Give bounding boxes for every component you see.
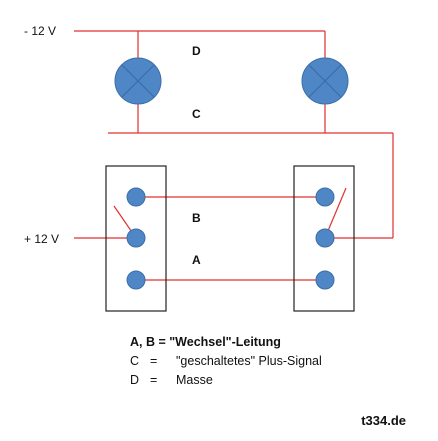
legend-title: A, B = "Wechsel"-Leitung: [130, 335, 281, 349]
legend-row-d: D = Masse: [130, 371, 322, 390]
legend-eq: =: [150, 373, 158, 387]
switch-box-right: [293, 165, 355, 312]
legend-eq: =: [150, 354, 158, 368]
terminal-right-bottom: [315, 270, 335, 290]
terminal-right-middle: [315, 228, 335, 248]
legend-key: C: [130, 354, 140, 368]
terminal-right-top: [315, 187, 335, 207]
label-plus-12v: + 12 V: [24, 232, 59, 246]
legend-row-c: C = "geschaltetes" Plus-Signal: [130, 352, 322, 371]
terminal-left-middle: [126, 228, 146, 248]
terminal-left-bottom: [126, 270, 146, 290]
terminal-left-top: [126, 187, 146, 207]
label-a: A: [192, 253, 201, 267]
legend-text: "geschaltetes" Plus-Signal: [176, 354, 322, 368]
label-b: B: [192, 211, 201, 225]
label-minus-12v: - 12 V: [24, 24, 56, 38]
switch-box-left: [105, 165, 167, 312]
lamp-left: [114, 57, 162, 105]
legend: A, B = "Wechsel"-Leitung C = "geschaltet…: [130, 333, 322, 390]
lamp-right: [301, 57, 349, 105]
label-c: C: [192, 107, 201, 121]
legend-text: Masse: [176, 373, 213, 387]
brand-watermark: t334.de: [361, 413, 406, 428]
legend-key: D: [130, 373, 140, 387]
label-d: D: [192, 44, 201, 58]
